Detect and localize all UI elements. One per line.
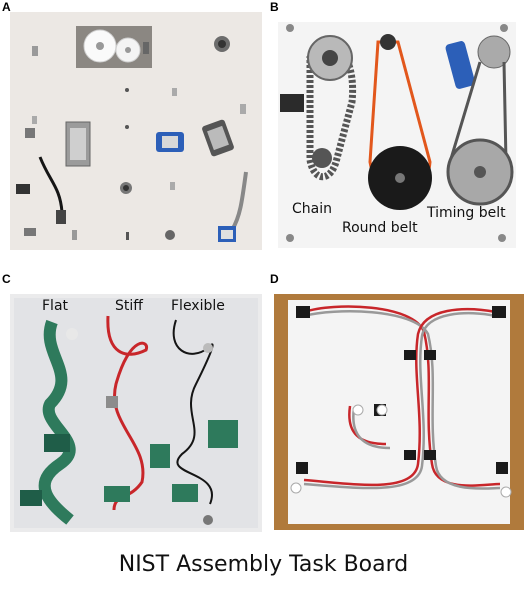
stiff-label: Stiff (115, 298, 143, 314)
panel-b-label: B (270, 0, 279, 14)
panel-c-photo (10, 294, 262, 532)
panel-c-label: C (2, 272, 11, 286)
panel-b-photo (270, 12, 524, 250)
panel-a-photo (10, 12, 262, 250)
round-belt-label: Round belt (342, 220, 418, 236)
flat-label: Flat (42, 298, 69, 314)
figure-caption: NIST Assembly Task Board (118, 552, 409, 577)
panel-d-label: D (270, 272, 279, 286)
panel-a-label: A (2, 0, 11, 14)
chain-label: Chain (292, 201, 332, 217)
panel-d-photo (274, 294, 524, 530)
timing-belt-label: Timing belt (427, 205, 506, 221)
flexible-label: Flexible (171, 298, 225, 314)
